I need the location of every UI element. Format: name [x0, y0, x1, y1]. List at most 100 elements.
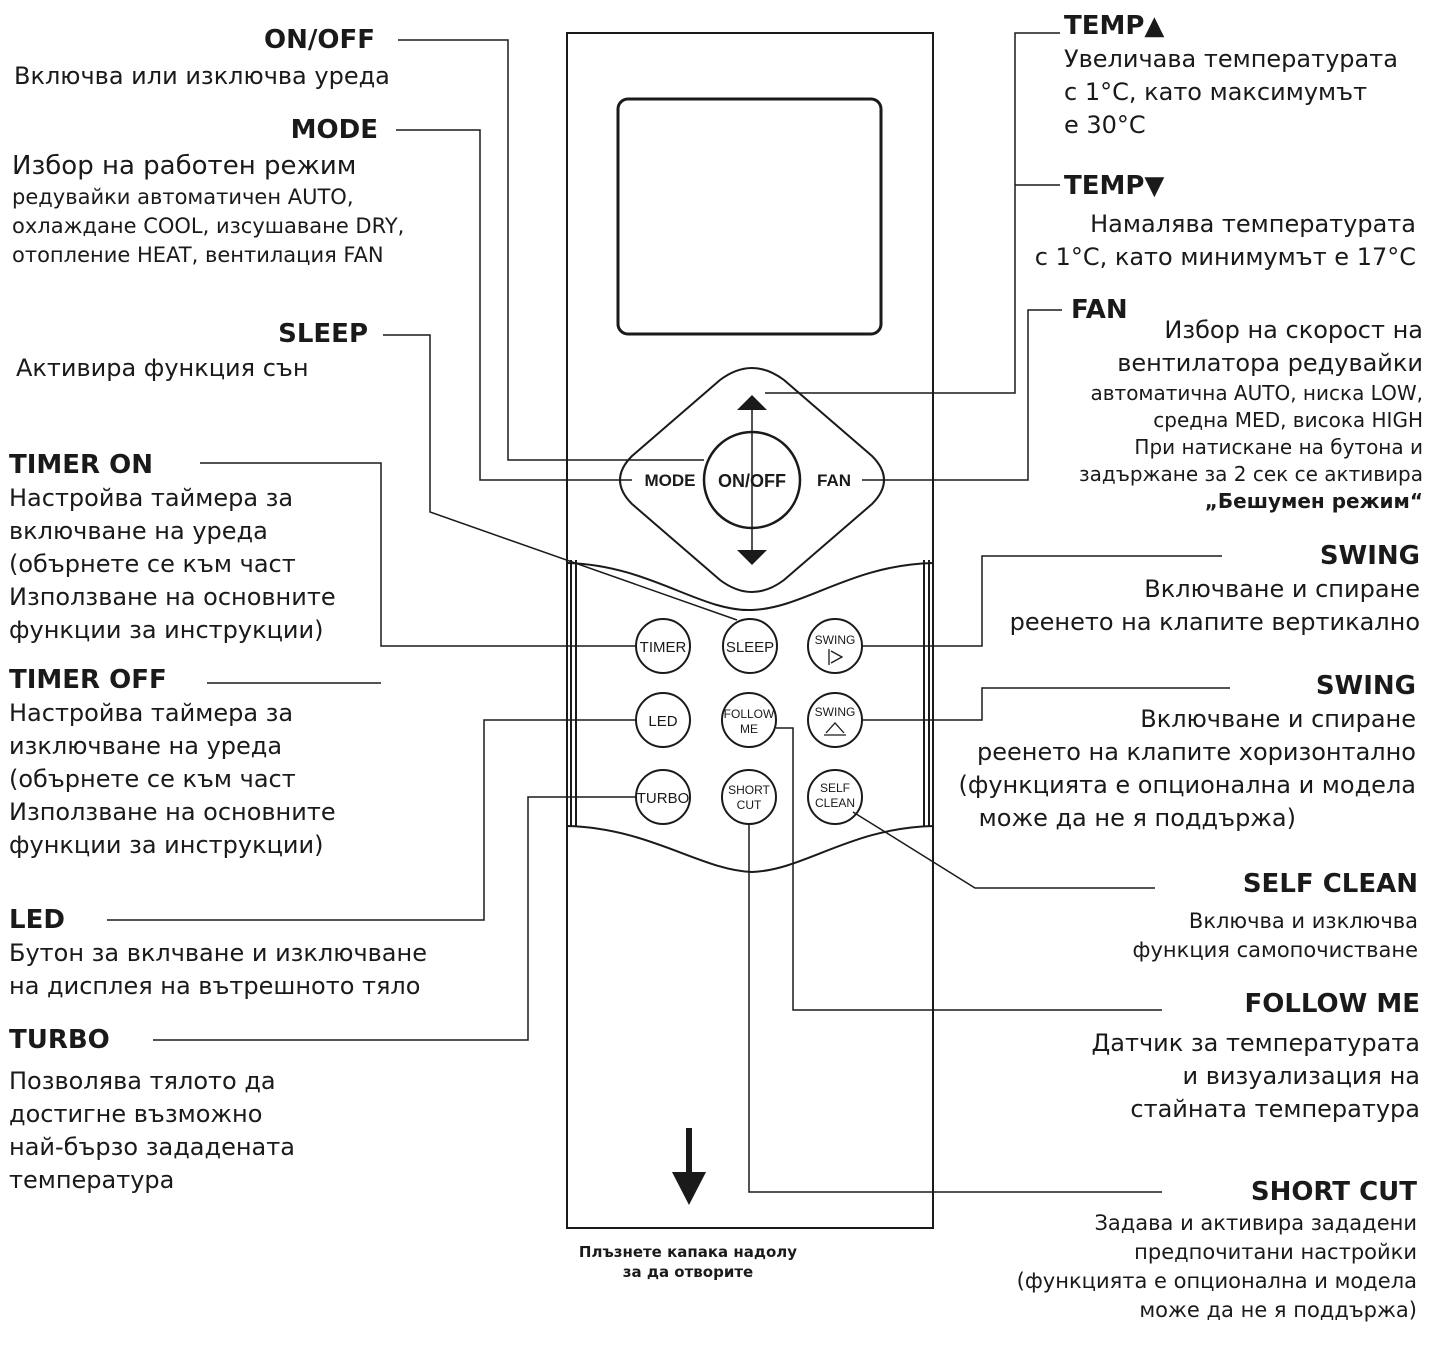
label-swing-horizontal-line: реенето на клапите хоризонтално	[976, 738, 1416, 766]
cover-top-curve	[566, 562, 934, 612]
remote-display	[616, 97, 883, 336]
leader-swing-vertical	[862, 555, 1222, 647]
label-turbo-line: достигне възможно	[9, 1100, 263, 1128]
label-timer-on: TIMER ON Настройва таймера за включване …	[9, 449, 336, 647]
label-timer-on-line: Използване на основните	[9, 583, 336, 611]
label-follow-me-title: FOLLOW ME	[1244, 989, 1420, 1019]
label-mode-line: редувайки автоматичен AUTO,	[12, 185, 354, 209]
label-short-cut-line: може да не я поддържа)	[1139, 1298, 1417, 1322]
label-short-cut-line: (функцията е опционална и модела	[1016, 1269, 1417, 1293]
label-turbo-line: температура	[9, 1166, 175, 1194]
leader-led	[107, 719, 636, 921]
leader-self-clean	[852, 811, 1155, 889]
label-turbo-title: TURBO	[9, 1025, 110, 1055]
label-timer-on-line: (обърнете се към част	[9, 550, 296, 578]
self-clean-label-1: SELF	[820, 781, 850, 795]
temp-down-button[interactable]	[737, 550, 767, 565]
slide-cover-caption: Плъзнете капака надолу за да отворите	[560, 1242, 816, 1282]
label-turbo-line: Позволява тялото да	[9, 1067, 276, 1095]
label-turbo-line: най-бързо зададената	[9, 1133, 295, 1161]
caption-line: за да отворите	[622, 1263, 754, 1281]
label-fan-line: средна MED, висока HIGH	[1153, 408, 1423, 432]
label-follow-me-line: стайната температура	[1130, 1095, 1420, 1123]
temp-up-button[interactable]	[737, 395, 767, 410]
self-clean-button[interactable]	[807, 769, 863, 825]
swing-horizontal-button[interactable]	[807, 692, 863, 748]
leader-swing-horizontal	[862, 687, 1230, 721]
label-temp-up-line: е 30°C	[1064, 111, 1146, 139]
label-swing-horizontal-line: Включване и спиране	[1140, 705, 1416, 733]
label-sleep-title: SLEEP	[278, 319, 368, 349]
follow-me-label-1: FOLLOW	[724, 707, 775, 721]
label-onoff-line: Включва или изключва уреда	[14, 62, 390, 90]
swing-vertical-label: SWING	[815, 633, 856, 647]
short-cut-button[interactable]	[721, 769, 777, 825]
remote-body	[566, 32, 934, 1229]
label-timer-off-line: изключване на уреда	[9, 732, 283, 760]
label-timer-on-line: включване на уреда	[9, 517, 268, 545]
label-temp-up: TEMP▲ Увеличава температурата с 1°C, кат…	[1064, 10, 1398, 142]
label-timer-off-line: Настройва таймера за	[9, 699, 294, 727]
label-fan-line: При натискане на бутона и	[1134, 435, 1423, 459]
label-temp-up-line: с 1°C, като максимумът	[1064, 78, 1368, 106]
label-temp-down-title: TEMP▼	[1064, 171, 1165, 201]
label-mode-line: охлаждане COOL, изсушаване DRY,	[12, 214, 405, 238]
label-fan-title-wrap: FAN	[1071, 294, 1128, 327]
onoff-button-label: ON/OFF	[718, 471, 786, 491]
label-follow-me-line: и визуализация на	[1182, 1062, 1420, 1090]
label-temp-down-desc: Намалява температурата с 1°C, като миним…	[960, 208, 1416, 274]
label-swing-vertical: SWING Включване и спиране реенето на кла…	[980, 540, 1420, 639]
label-onoff-title: ON/OFF	[264, 25, 375, 55]
label-fan-desc: Избор на скорост на вентилатора редувайк…	[1030, 314, 1423, 515]
label-swing-vertical-title: SWING	[1319, 541, 1420, 571]
fan-button[interactable]: FAN	[817, 471, 851, 490]
label-short-cut-title: SHORT CUT	[1250, 1177, 1417, 1207]
label-fan-line: Избор на скорост на	[1164, 316, 1423, 344]
label-sleep: SLEEP	[10, 318, 368, 351]
short-cut-label-1: SHORT	[728, 783, 770, 797]
swing-vertical-icon	[828, 649, 844, 665]
label-swing-horizontal-line: (функцията е опционална и модела	[958, 771, 1416, 799]
follow-me-button[interactable]	[721, 692, 777, 748]
leader-mode	[396, 129, 632, 481]
label-follow-me-line: Датчик за температурата	[1091, 1029, 1421, 1057]
label-short-cut-line: предпочитани настройки	[1134, 1240, 1417, 1264]
label-self-clean-line: Включва и изключва	[1188, 909, 1418, 933]
timer-button-label: TIMER	[640, 639, 687, 656]
mode-button[interactable]: MODE	[645, 471, 696, 490]
label-swing-horizontal-line: може да не я поддържа)	[978, 804, 1296, 832]
label-self-clean-title: SELF CLEAN	[1242, 869, 1418, 899]
turbo-button-label: TURBO	[637, 790, 690, 807]
label-fan-line: вентилатора редувайки	[1117, 349, 1423, 377]
leader-temp-up	[765, 32, 1060, 394]
label-follow-me: FOLLOW ME Датчик за температурата и визу…	[1060, 988, 1421, 1126]
label-self-clean-line: функция самопочистване	[1132, 938, 1418, 962]
label-mode: MODE	[10, 114, 378, 147]
label-mode-line: отопление HEAT, вентилация FAN	[12, 243, 384, 267]
label-short-cut: SHORT CUT Задава и активира зададени пре…	[940, 1176, 1417, 1325]
sleep-button[interactable]	[722, 618, 778, 674]
label-timer-on-line: функции за инструкции)	[9, 616, 324, 644]
label-sleep-line: Активира функция сън	[16, 354, 309, 382]
label-fan-line: автоматична AUTO, ниска LOW,	[1090, 381, 1424, 405]
leader-sleep	[383, 334, 738, 621]
leader-follow-me	[776, 727, 1162, 1011]
label-temp-up-line: Увеличава температурата	[1064, 45, 1398, 73]
label-timer-off: TIMER OFF Настройва таймера за изключван…	[9, 664, 336, 862]
label-turbo: TURBO Позволява тялото да достигне възмо…	[9, 1024, 295, 1197]
label-swing-horizontal-title: SWING	[1315, 671, 1416, 701]
leader-timer-on	[200, 462, 636, 647]
label-mode-line: Избор на работен режим	[12, 151, 357, 181]
label-temp-down-line: Намалява температурата	[1090, 210, 1416, 238]
short-cut-label-2: CUT	[737, 798, 762, 812]
label-temp-down-title-wrap: TEMP▼	[1064, 170, 1164, 203]
self-clean-label-2: CLEAN	[815, 796, 855, 810]
label-timer-on-title: TIMER ON	[9, 450, 153, 480]
label-led-line: Бутон за вклчване и изключване	[9, 939, 427, 967]
label-mode-title: MODE	[290, 115, 378, 145]
label-timer-off-line: (обърнете се към част	[9, 765, 296, 793]
leader-onoff	[398, 39, 704, 461]
cover-bottom-curve	[566, 825, 934, 874]
dpad-outline	[619, 367, 885, 593]
